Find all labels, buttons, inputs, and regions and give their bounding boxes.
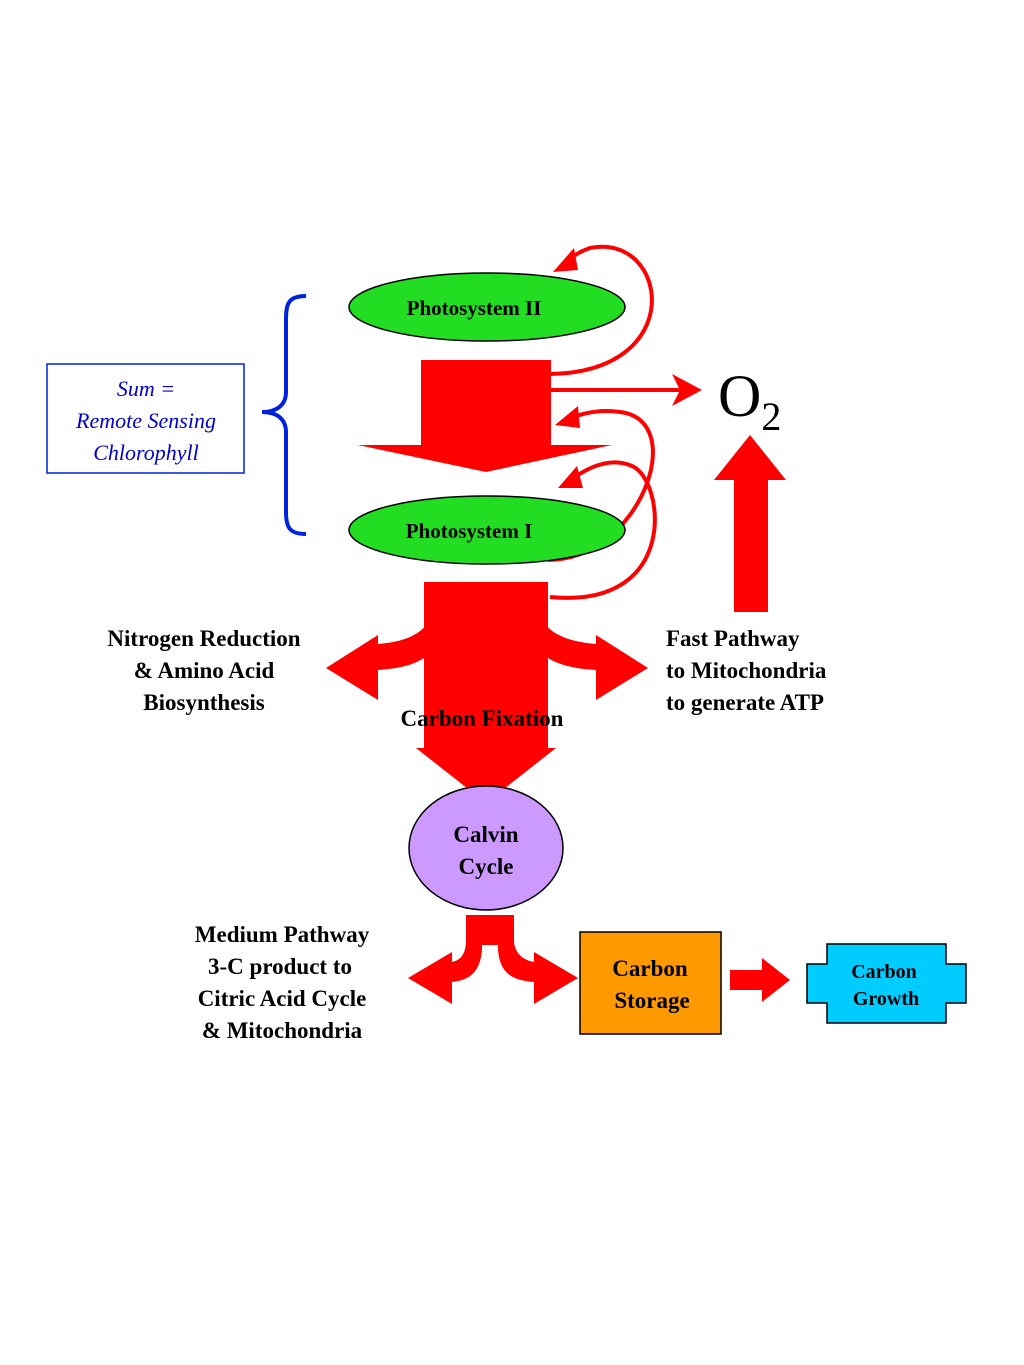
calvin-branching-arrow: [408, 915, 578, 1004]
cycle-arrowheads: [553, 248, 583, 488]
oxygen-upward-arrow: [714, 435, 786, 612]
oxygen-release-arrowhead: [672, 374, 702, 406]
electron-transport-arrow: [358, 360, 612, 472]
fast-pathway-branch-arrow: [532, 620, 648, 700]
fast-pathway-line-3: to generate ATP: [666, 690, 824, 715]
calvin-cycle-label-line-1: Calvin: [453, 822, 518, 847]
calvin-cycle-label-line-2: Cycle: [459, 854, 514, 879]
arrowhead-upper-return: [555, 406, 580, 428]
nitrogen-branch-arrow: [326, 620, 440, 700]
photosystem-ii-label: Photosystem II: [407, 296, 542, 320]
photosystem-i-node: [348, 495, 626, 565]
oxygen-subscript: 2: [761, 394, 781, 439]
arrowhead-photosystem-ii: [553, 248, 578, 272]
cycle-arrow-to-photosystem-ii: [549, 244, 654, 376]
carbon-fixation-label: Carbon Fixation: [401, 706, 564, 731]
carbon-storage-label-line-1: Carbon: [612, 956, 688, 981]
carbon-growth-label-line-1: Carbon: [851, 961, 917, 983]
nitrogen-label-line-3: Biosynthesis: [143, 690, 264, 715]
medium-pathway-line-1: Medium Pathway: [195, 922, 370, 947]
oxygen-symbol: O2: [718, 363, 781, 439]
photosystem-i-label: Photosystem I: [406, 519, 533, 543]
nitrogen-label-line-2: & Amino Acid: [134, 658, 275, 683]
sum-box-line-1: Sum =: [117, 376, 175, 401]
carbon-storage-arrow: [498, 916, 578, 1004]
sum-box: [46, 363, 245, 474]
medium-pathway-line-4: & Mitochondria: [202, 1018, 363, 1043]
carbon-growth-label-line-2: Growth: [853, 988, 919, 1010]
medium-pathway-line-2: 3-C product to: [208, 954, 352, 979]
carbon-storage-label-line-2: Storage: [614, 988, 689, 1013]
fast-pathway-line-1: Fast Pathway: [666, 626, 800, 651]
photosystem-ii-node: [348, 272, 626, 342]
branching-arrow: [326, 582, 648, 803]
oxygen-letter: O: [718, 363, 761, 429]
nitrogen-label-line-1: Nitrogen Reduction: [107, 626, 300, 651]
medium-pathway-line-3: Citric Acid Cycle: [198, 986, 367, 1011]
medium-pathway-arrow: [408, 916, 482, 1004]
calvin-branch-stem: [466, 915, 514, 945]
sum-box-line-2: Remote Sensing: [75, 408, 216, 433]
sum-brace: [261, 294, 307, 536]
fast-pathway-line-2: to Mitochondria: [666, 658, 827, 683]
carbon-fixation-arrow: [416, 582, 556, 803]
carbon-growth-node: [806, 943, 967, 1024]
storage-to-growth-arrow: [730, 958, 790, 1002]
carbon-storage-node: [579, 931, 722, 1035]
arrowhead-lower-return: [558, 466, 583, 488]
sum-box-line-3: Chlorophyll: [93, 440, 199, 465]
calvin-cycle-node: [408, 785, 564, 911]
